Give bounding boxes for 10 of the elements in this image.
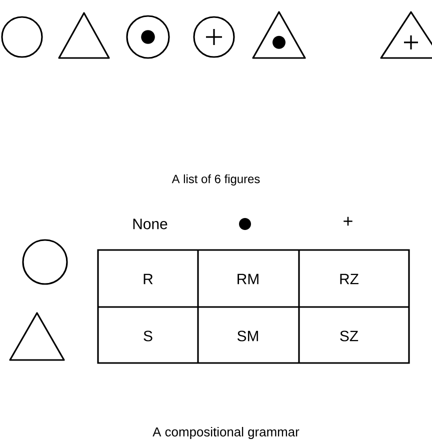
table-cell: R [144, 274, 153, 284]
figure-caption: A compositional grammar [152, 426, 300, 440]
table-cell: RM [238, 274, 258, 284]
table-cell: SZ [340, 330, 358, 342]
table-cell: SM [237, 330, 258, 342]
table-cell: S [144, 330, 152, 342]
column-header: None [133, 218, 168, 230]
table-cell: RZ [340, 274, 358, 284]
figure-caption: A list of 6 figures [172, 174, 260, 186]
column-header: + [344, 216, 352, 226]
